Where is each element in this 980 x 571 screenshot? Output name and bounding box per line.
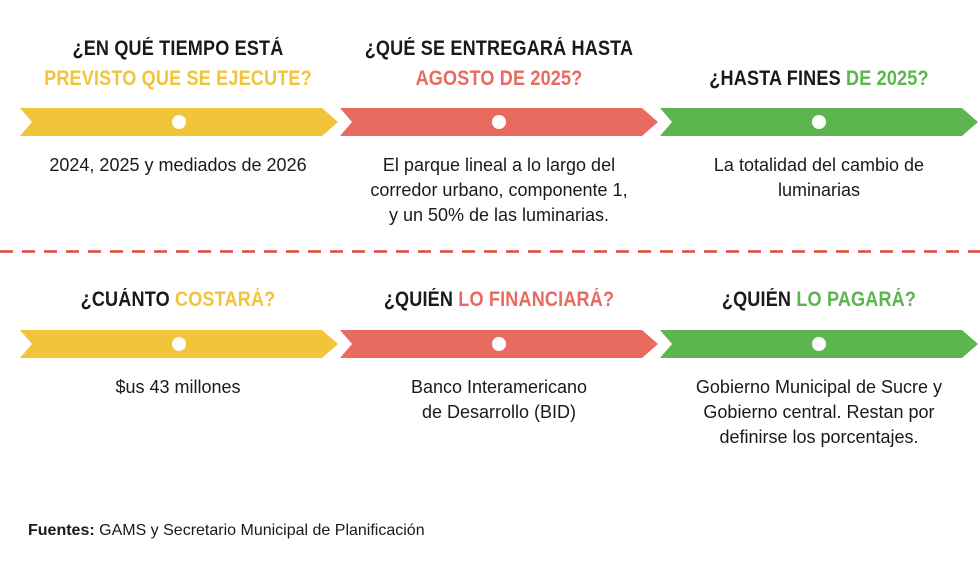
- heading-financer-plain: ¿QUIÉN: [383, 288, 459, 311]
- answer-line: $us 43 millones: [115, 377, 241, 397]
- answer-line: corredor urbano, componente 1,: [370, 180, 628, 200]
- timeline-arrow-red: [340, 330, 658, 358]
- answer-delivered: El parque lineal a lo largo del corredor…: [339, 153, 659, 228]
- heading-cost-plain: ¿CUÁNTO: [80, 288, 175, 311]
- answer-line: El parque lineal a lo largo del: [382, 155, 616, 175]
- answer-payer: Gobierno Municipal de Sucre y Gobierno c…: [659, 375, 979, 450]
- heading-delivered: ¿QUÉ SE ENTREGARÁ HASTA AGOSTO DE 2025?: [339, 34, 659, 94]
- heading-financer-accent: LO FINANCIARÁ?: [458, 288, 615, 311]
- dashed-divider: [0, 250, 980, 253]
- sources-footer: Fuentes: GAMS y Secretario Municipal de …: [28, 522, 425, 540]
- heading-financer: ¿QUIÉN LO FINANCIARÁ?: [339, 285, 659, 315]
- heading-end-2025-plain: ¿HASTA FINES: [709, 67, 846, 90]
- timeline-arrow-green: [660, 108, 978, 136]
- timeline-arrow-yellow: [20, 108, 338, 136]
- answer-financer: Banco Interamericano de Desarrollo (BID): [339, 375, 659, 425]
- timeline-arrow-yellow: [20, 330, 338, 358]
- heading-when-line1: ¿EN QUÉ TIEMPO ESTÁ: [72, 37, 284, 60]
- answer-line: 2024, 2025 y mediados de 2026: [49, 155, 307, 175]
- sources-label: Fuentes:: [28, 522, 95, 539]
- heading-when: ¿EN QUÉ TIEMPO ESTÁ PREVISTO QUE SE EJEC…: [18, 34, 338, 94]
- answer-line: de Desarrollo (BID): [421, 402, 577, 422]
- answer-line: definirse los porcentajes.: [719, 427, 919, 447]
- answer-end-2025: La totalidad del cambio de luminarias: [659, 153, 979, 203]
- timeline-arrow-red: [340, 108, 658, 136]
- answer-line: Gobierno central. Restan por: [703, 402, 935, 422]
- heading-cost: ¿CUÁNTO COSTARÁ?: [18, 285, 338, 315]
- heading-cost-accent: COSTARÁ?: [174, 288, 276, 311]
- answer-when: 2024, 2025 y mediados de 2026: [18, 153, 338, 178]
- heading-delivered-line2: AGOSTO DE 2025?: [415, 67, 583, 90]
- heading-when-line2: PREVISTO QUE SE EJECUTE?: [44, 67, 312, 90]
- heading-payer-plain: ¿QUIÉN: [721, 288, 797, 311]
- timeline-dot: [172, 115, 186, 129]
- sources-text: GAMS y Secretario Municipal de Planifica…: [94, 522, 425, 539]
- timeline-arrow-green: [660, 330, 978, 358]
- heading-end-2025-accent: DE 2025?: [845, 67, 929, 90]
- timeline-dot: [812, 115, 826, 129]
- timeline-dot: [492, 115, 506, 129]
- timeline-dot: [172, 337, 186, 351]
- answer-cost: $us 43 millones: [18, 375, 338, 400]
- heading-payer-accent: LO PAGARÁ?: [796, 288, 917, 311]
- heading-delivered-line1: ¿QUÉ SE ENTREGARÁ HASTA: [364, 37, 634, 60]
- answer-line: luminarias: [777, 180, 861, 200]
- answer-line: La totalidad del cambio de: [713, 155, 925, 175]
- heading-payer: ¿QUIÉN LO PAGARÁ?: [659, 285, 979, 315]
- answer-line: y un 50% de las luminarias.: [388, 205, 610, 225]
- answer-line: Gobierno Municipal de Sucre y: [695, 377, 943, 397]
- timeline-dot: [492, 337, 506, 351]
- answer-line: Banco Interamericano: [410, 377, 588, 397]
- timeline-dot: [812, 337, 826, 351]
- heading-end-2025: ¿HASTA FINES DE 2025?: [659, 64, 979, 94]
